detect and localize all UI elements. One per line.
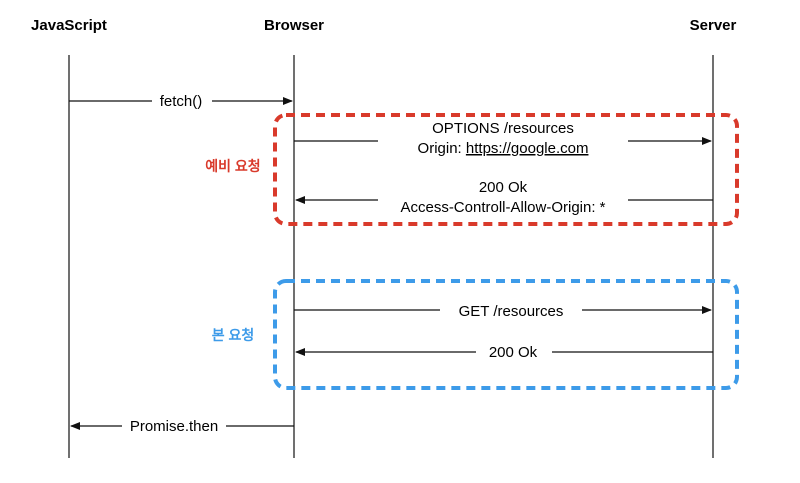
participant-server-title: Server [690, 17, 737, 34]
participant-browser-title: Browser [264, 17, 324, 34]
preflight-request-box [273, 113, 739, 226]
preflight-status-label: 200 Ok [479, 179, 528, 196]
participant-javascript-title: JavaScript [31, 17, 107, 34]
origin-header-prefix: Origin: [418, 140, 466, 157]
preflight-request-label: 예비 요청 [205, 158, 260, 174]
get-status-label: 200 Ok [489, 344, 538, 361]
origin-url-link: https://google.com [466, 140, 589, 157]
promise-then-label: Promise.then [130, 418, 218, 435]
options-request-label: OPTIONS /resources [432, 120, 574, 137]
main-request-box [273, 279, 739, 390]
allow-origin-header-label: Access-Controll-Allow-Origin: * [400, 199, 605, 216]
main-request-label: 본 요청 [212, 327, 255, 343]
origin-header-label: Origin: https://google.com [418, 140, 589, 157]
get-request-label: GET /resources [459, 303, 564, 320]
fetch-label: fetch() [160, 93, 203, 110]
